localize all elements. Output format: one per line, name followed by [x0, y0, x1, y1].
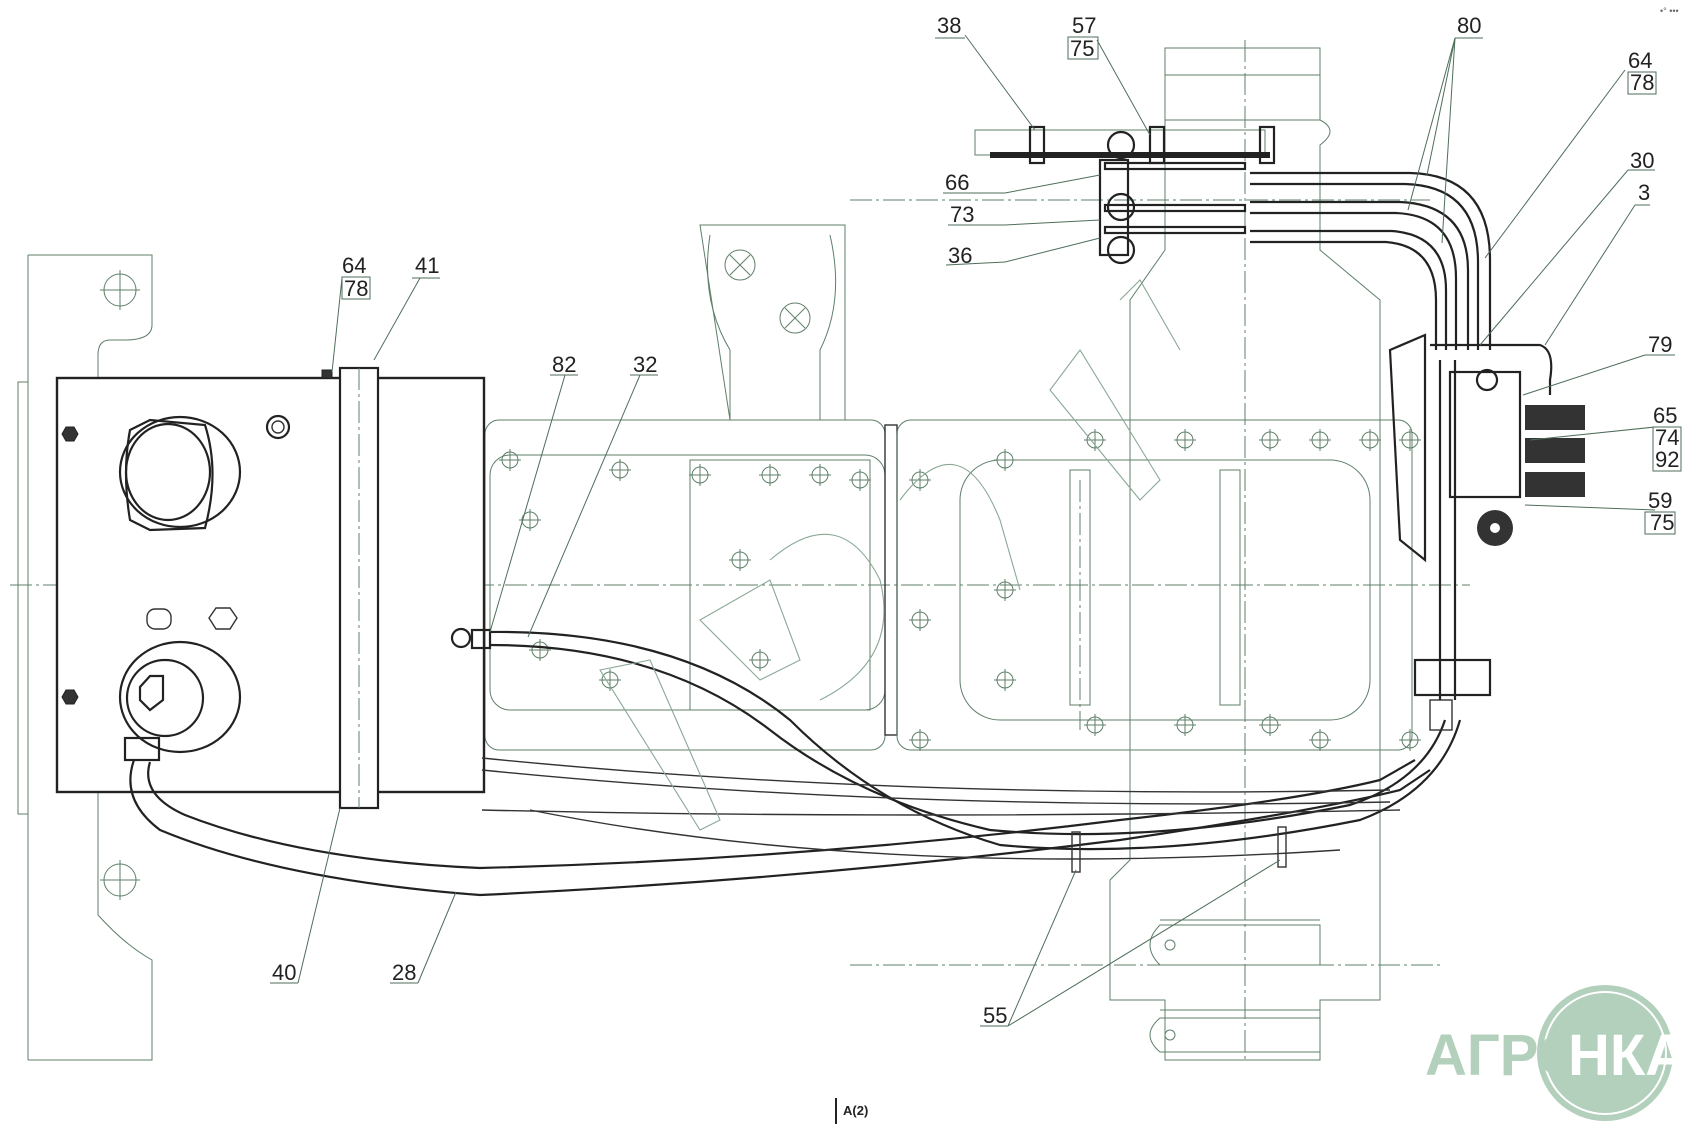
callout-38: 38 — [935, 13, 965, 39]
bolt-crosshair — [994, 449, 1016, 471]
callout-59-75: 59 75 — [1644, 488, 1676, 535]
callout-73: 73 — [948, 202, 1005, 227]
bolt-crosshair — [1399, 729, 1421, 751]
svg-text:92: 92 — [1655, 447, 1679, 472]
bolt-crosshair — [809, 464, 831, 486]
svg-text:74: 74 — [1655, 425, 1679, 450]
callout-79: 79 — [1645, 332, 1675, 357]
bolt-crosshair — [994, 669, 1016, 691]
callout-3: 3 — [1635, 180, 1650, 206]
bolt-crosshair — [1359, 429, 1381, 451]
svg-text:75: 75 — [1650, 510, 1674, 535]
svg-text:66: 66 — [945, 170, 969, 195]
body-bolts — [499, 429, 1421, 751]
callout-32: 32 — [630, 352, 658, 377]
callout-64-78-left: 64 78 — [341, 253, 371, 301]
svg-text:55: 55 — [983, 1003, 1007, 1028]
hoses — [129, 627, 1462, 897]
bolt-crosshair — [499, 449, 521, 471]
callout-41: 41 — [412, 253, 440, 279]
panel-plate — [974, 125, 1276, 265]
svg-text:38: 38 — [937, 13, 961, 38]
svg-text:78: 78 — [1630, 70, 1654, 95]
bolt-crosshair — [529, 639, 551, 661]
svg-text:79: 79 — [1648, 332, 1672, 357]
bolt-crosshair — [1259, 714, 1281, 736]
leader-lines — [297, 34, 1656, 1027]
callout-40: 40 — [270, 960, 298, 985]
bolt-crosshair — [909, 469, 931, 491]
callout-64-78-right: 64 78 — [1627, 48, 1657, 95]
bolt-crosshair — [729, 549, 751, 571]
hydraulic-tank — [55, 366, 486, 810]
bolt-crosshair — [1174, 429, 1196, 451]
bolt-crosshair — [909, 729, 931, 751]
bolt-crosshair — [599, 669, 621, 691]
callout-80: 80 — [1455, 13, 1483, 39]
bolt-crosshair — [1084, 429, 1106, 451]
svg-text:64: 64 — [1628, 48, 1652, 73]
callout-66: 66 — [943, 170, 1005, 195]
svg-text:75: 75 — [1070, 36, 1094, 61]
watermark — [599, 279, 1181, 831]
callout-28: 28 — [390, 960, 418, 985]
bolt-crosshair — [1309, 729, 1331, 751]
gearbox-body — [484, 224, 1413, 751]
callout-65-74-92: 65 74 92 — [1652, 403, 1682, 472]
corner-marks: •° ••• — [1660, 6, 1679, 16]
svg-text:80: 80 — [1457, 13, 1481, 38]
svg-text:64: 64 — [342, 253, 366, 278]
svg-text:82: 82 — [552, 352, 576, 377]
svg-text:73: 73 — [950, 202, 974, 227]
svg-text:57: 57 — [1072, 13, 1096, 38]
bolt-crosshair — [1084, 714, 1106, 736]
agronka-logo: АГРО НКА — [1425, 985, 1687, 1121]
svg-text:32: 32 — [633, 352, 657, 377]
callout-55: 55 — [980, 1003, 1008, 1028]
callout-57-75: 57 75 — [1067, 13, 1099, 61]
bolt-crosshair — [609, 459, 631, 481]
logo-text-right: НКА — [1568, 1023, 1687, 1088]
left-bracket — [17, 254, 153, 1061]
svg-text:30: 30 — [1630, 148, 1654, 173]
callout-82: 82 — [550, 352, 578, 377]
svg-text:59: 59 — [1648, 488, 1672, 513]
svg-text:28: 28 — [392, 960, 416, 985]
valve-block — [1388, 333, 1585, 731]
svg-text:3: 3 — [1638, 180, 1650, 205]
callout-30: 30 — [1628, 148, 1655, 173]
bolt-crosshair — [909, 609, 931, 631]
svg-text:40: 40 — [272, 960, 296, 985]
svg-text:65: 65 — [1653, 403, 1677, 428]
callout-36: 36 — [945, 243, 1006, 268]
bolt-crosshair — [689, 464, 711, 486]
svg-text:A(2): A(2) — [843, 1103, 868, 1118]
steel-pipes — [1103, 161, 1492, 350]
callouts: 38 57 75 80 64 78 30 3 66 7 — [270, 13, 1682, 1028]
bolt-crosshair — [1399, 429, 1421, 451]
bolt-crosshair — [759, 464, 781, 486]
axle-housing — [1109, 47, 1381, 1061]
bolt-crosshair — [849, 469, 871, 491]
svg-text:41: 41 — [415, 253, 439, 278]
bolt-crosshair — [1259, 429, 1281, 451]
bolt-crosshair — [749, 649, 771, 671]
bolt-crosshair — [994, 579, 1016, 601]
logo-circle — [1537, 985, 1673, 1121]
bolt-crosshair — [1174, 714, 1196, 736]
view-label: A(2) — [835, 1098, 868, 1124]
bolt-crosshair — [1309, 429, 1331, 451]
svg-text:78: 78 — [344, 276, 368, 301]
logo-text-left: АГРО — [1425, 1023, 1583, 1088]
